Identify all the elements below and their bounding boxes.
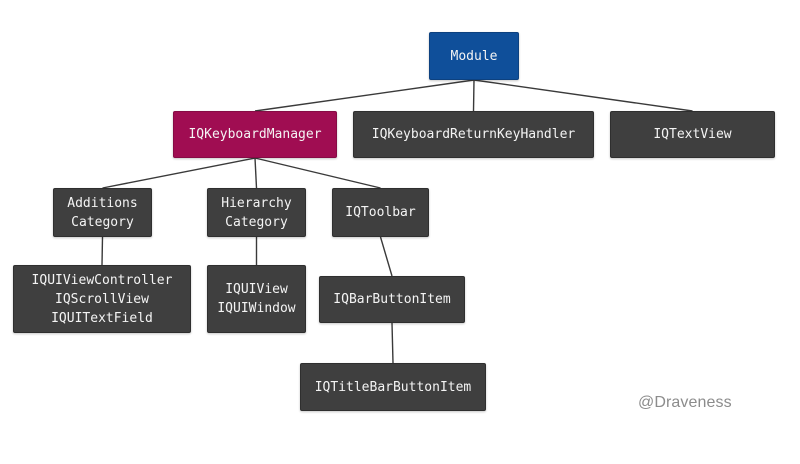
- iqkeyboardmanager-node: IQKeyboardManager: [173, 111, 337, 158]
- additions-category-node: Additions Category: [53, 188, 152, 237]
- connector-bar-button-item-to-title-bar-button-item: [391, 322, 394, 364]
- iqtextview-node: IQTextView: [610, 111, 775, 158]
- iqtoolbar-node: IQToolbar: [332, 188, 429, 237]
- connector-module-to-text-view: [473, 79, 693, 112]
- iqtitlebarbuttonitem-node: IQTitleBarButtonItem: [300, 363, 486, 411]
- connector-keyboard-manager-to-hierarchy-category: [254, 157, 258, 189]
- additions-list-node: IQUIViewController IQScrollView IQUIText…: [13, 265, 191, 333]
- hierarchy-category-node: Hierarchy Category: [207, 188, 306, 237]
- hierarchy-list-node: IQUIView IQUIWindow: [207, 265, 306, 333]
- connector-keyboard-manager-to-toolbar: [254, 157, 381, 189]
- connector-module-to-keyboard-manager: [254, 79, 475, 112]
- module-node: Module: [429, 32, 519, 80]
- author-watermark: @Draveness: [638, 394, 732, 411]
- connector-module-to-return-key-handler: [472, 79, 475, 112]
- connector-keyboard-manager-to-additions-category: [102, 157, 256, 189]
- iqkeyboardreturnkeyhandler-node: IQKeyboardReturnKeyHandler: [353, 111, 594, 158]
- connector-toolbar-to-bar-button-item: [379, 236, 393, 277]
- connector-additions-category-to-additions-list: [101, 236, 104, 266]
- iqbarbuttonitem-node: IQBarButtonItem: [319, 276, 465, 323]
